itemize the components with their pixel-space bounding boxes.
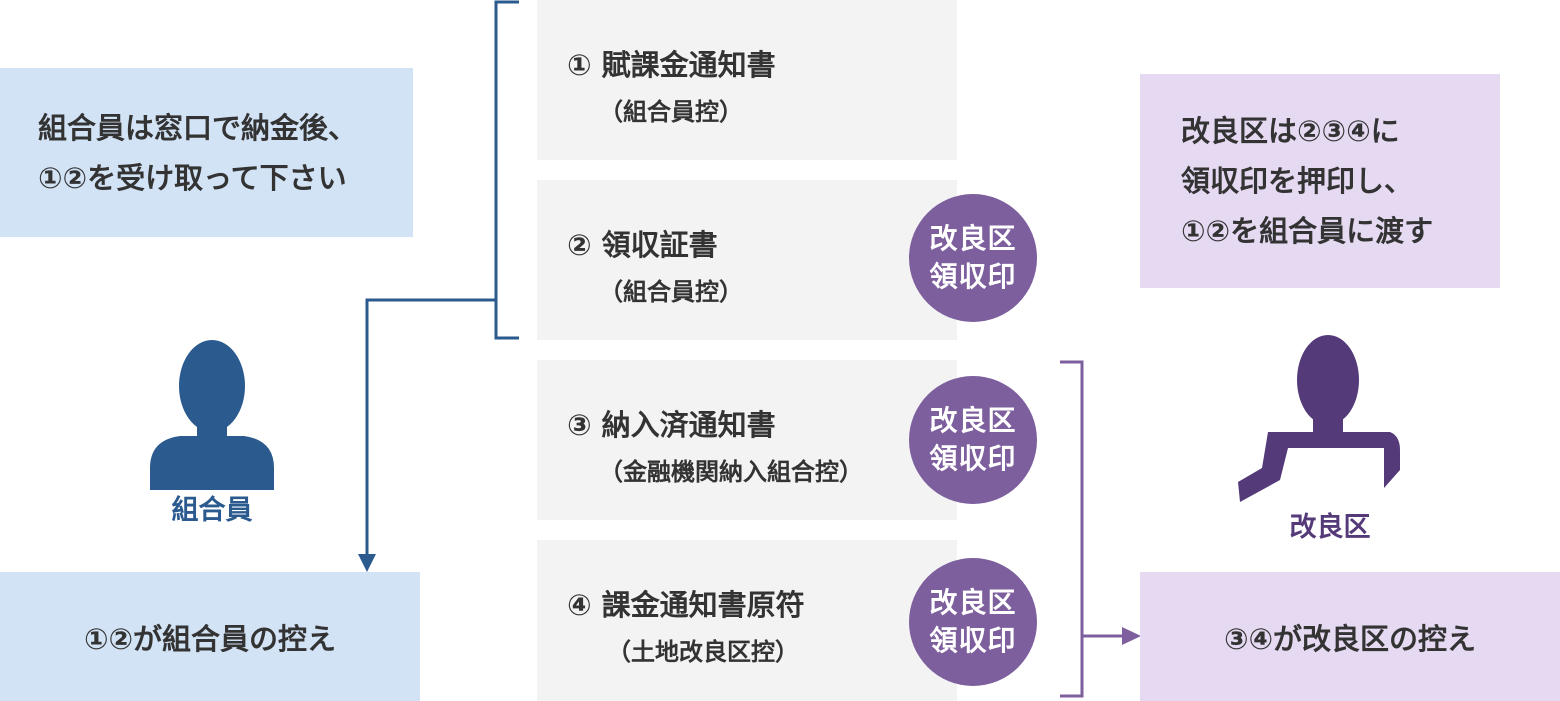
document-2-card: ② 領収証書 （組合員控） [537,180,957,340]
document-1-subtitle: （組合員控） [599,98,743,126]
document-3-subtitle: （金融機関納入組合控） [599,458,863,486]
stamp-line1: 改良区 [929,222,1017,255]
receipt-stamp-doc3: 改良区 領収印 [909,376,1037,504]
member-person-icon [150,340,274,490]
stamp-line1: 改良区 [929,404,1017,437]
blue-bracket [494,0,519,340]
district-result-text: ③④が改良区の控え [1223,621,1477,656]
district-instruction-line2: 領収印を押印し、 [1181,164,1414,198]
member-result-text: ①②が組合員の控え [83,621,337,656]
district-instruction-line1: 改良区は②③④に [1181,114,1400,148]
member-instruction-line2: ①②を受け取って下さい [38,160,347,195]
document-4-card: ④ 課金通知書原符 （土地改良区控） [537,540,957,701]
document-4-title: ④ 課金通知書原符 [567,588,805,622]
district-instruction-note: 改良区は②③④に 領収印を押印し、 ①②を組合員に渡す [1140,74,1500,288]
member-result-box: ①②が組合員の控え [0,572,420,701]
stamp-line2: 領収印 [929,442,1017,475]
stamp-line2: 領収印 [929,624,1017,657]
district-result-box: ③④が改良区の控え [1140,572,1560,701]
document-2-title: ② 領収証書 [567,228,718,262]
member-instruction-note: 組合員は窓口で納金後、 ①②を受け取って下さい [0,68,413,237]
member-label: 組合員 [171,495,253,526]
receipt-stamp-doc2: 改良区 領収印 [909,194,1037,322]
member-instruction-line1: 組合員は窓口で納金後、 [38,110,358,145]
document-3-card: ③ 納入済通知書 （金融機関納入組合控） [537,360,957,520]
purple-bracket [1060,360,1084,698]
document-1-card: ① 賦課金通知書 （組合員控） [537,0,957,160]
document-2-subtitle: （組合員控） [599,278,743,306]
blue-arrow-head [358,554,376,572]
document-3-title: ③ 納入済通知書 [567,408,776,442]
purple-arrow-head [1122,627,1141,645]
blue-arrow-line [365,298,496,556]
district-label: 改良区 [1289,512,1371,543]
receipt-stamp-doc4: 改良区 領収印 [909,558,1037,686]
stamp-line2: 領収印 [929,260,1017,293]
district-person-icon [1238,335,1400,502]
stamp-line1: 改良区 [929,586,1017,619]
document-4-subtitle: （土地改良区控） [607,638,799,666]
document-1-title: ① 賦課金通知書 [567,48,776,82]
district-instruction-line3: ①②を組合員に渡す [1181,214,1434,248]
